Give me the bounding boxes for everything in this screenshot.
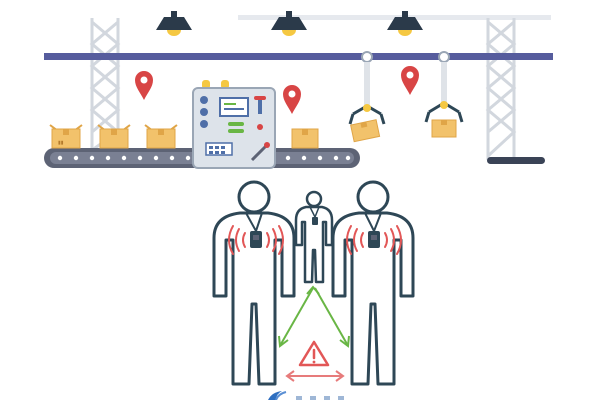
- robotic-arm-icon: [424, 51, 464, 138]
- worker-icon: [212, 180, 296, 386]
- location-pin-icon: [135, 71, 153, 100]
- svg-text:▮▮: ▮▮: [58, 140, 64, 146]
- ceiling-lamp-icon: [387, 11, 423, 36]
- cardboard-box-icon: [291, 128, 319, 149]
- wearable-tag-icon: [309, 206, 320, 225]
- cardboard-box-icon: [97, 124, 131, 149]
- ceiling-lamp-icon: [271, 11, 307, 36]
- wearable-tag-icon: [364, 212, 382, 248]
- signal-waves: [228, 225, 402, 255]
- logo-mark-icon: [268, 391, 344, 400]
- worker-icon: [294, 190, 334, 284]
- cardboard-box-icon: ▮▮: [49, 124, 83, 149]
- warning-triangle-icon: [298, 340, 330, 367]
- cardboard-box-icon: [144, 124, 178, 149]
- location-pin-icon: [401, 66, 419, 95]
- right-truss-tower: [485, 18, 517, 160]
- control-panel-icon: [192, 80, 276, 169]
- wearable-tag-icon: [245, 212, 263, 248]
- location-pin-icon: [283, 85, 301, 114]
- side-conveyor: [487, 157, 545, 164]
- robotic-arm-icon: [348, 51, 386, 143]
- proximity-lines: [278, 285, 350, 382]
- overhead-rail: [44, 53, 553, 60]
- worker-icon: [331, 180, 415, 386]
- ceiling-bar: [238, 15, 551, 20]
- ceiling-lamp-icon: [156, 11, 192, 36]
